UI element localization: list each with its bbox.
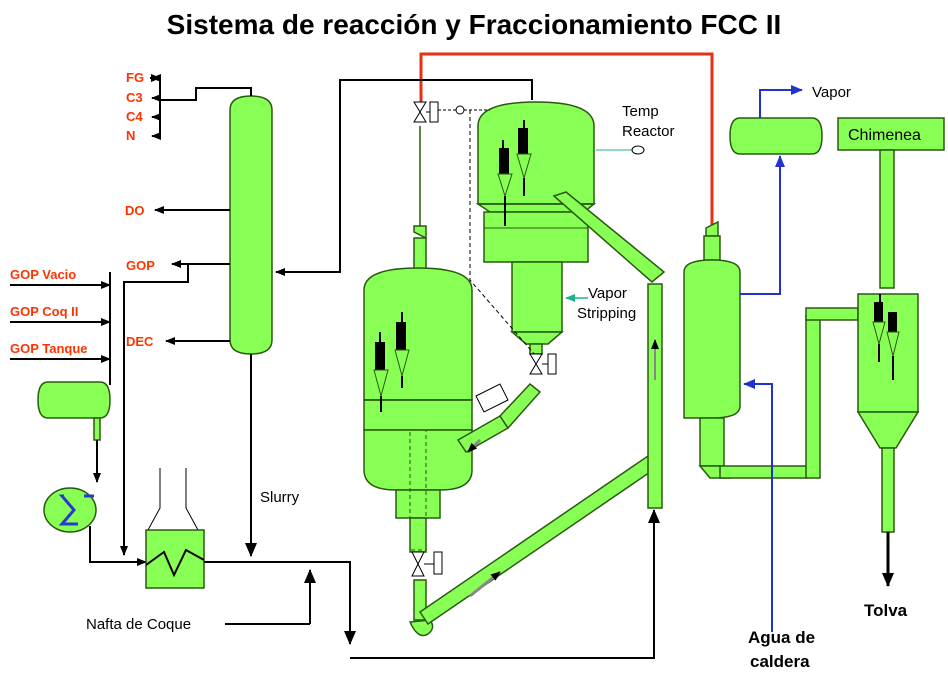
side-draw-gop: GOP [126,258,155,273]
reactor-vapor-line [275,79,533,276]
feed-gop-tanque: GOP Tanque [10,341,88,356]
slurry-label: Slurry [260,489,300,506]
agua-label-1: Agua de [748,628,815,647]
feed-gop-vacio: GOP Vacio [10,267,76,282]
reactor [475,101,597,355]
temp-reactor-sensor [631,145,645,155]
riser [647,283,663,509]
vapor-outlet-line [759,85,803,118]
regenerator-standpipe [409,429,427,551]
boiler-water-line [743,379,773,632]
product-c3: C3 [126,90,143,105]
temp-reactor-label-2: Reactor [622,123,675,140]
feed-preheater [145,468,205,589]
feed-to-mixer-line [89,526,147,566]
overhead-line [160,87,252,101]
regenerator-slide-valve [411,551,443,577]
stripper-slide-valve [529,353,557,375]
page-title: Sistema de reacción y Fraccionamiento FC… [167,9,782,40]
agua-label-2: caldera [750,652,810,671]
chimney [837,117,945,289]
temp-reactor-label-1: Temp [622,103,659,120]
regenerator [363,225,473,637]
riser-crossover [552,191,666,283]
nafta-label: Nafta de Coque [86,616,191,633]
separator-cyclones [872,294,900,380]
steam-drum [729,117,823,155]
tolva-label: Tolva [864,601,908,620]
reactor-cyclones [497,120,532,226]
heat-exchanger [43,487,97,533]
co-boiler [683,220,859,479]
vapor-stripping-label-1: Vapor [588,285,627,302]
flue-gas-line [419,52,714,228]
reactor-top-valve [413,101,490,123]
side-draw-dec: DEC [126,334,154,349]
feed-gop-coq: GOP Coq II [10,304,78,319]
gop-recycle-line [120,264,189,556]
chimenea-label: Chimenea [848,127,921,144]
steam-return-line [740,155,785,295]
fractionator-column [229,95,273,355]
product-fg: FG [126,70,144,85]
product-c4: C4 [126,109,143,124]
control-signal-line [469,110,537,357]
vapor-stripping-label-2: Stripping [577,305,636,322]
preheater-outlet-line [204,561,356,645]
side-draw-do: DO [125,203,145,218]
feed-drum [37,381,111,441]
riser-feed-line [350,509,660,659]
regenerator-cyclones [373,312,410,412]
product-n: N [126,128,135,143]
vapor-label: Vapor [812,84,851,101]
